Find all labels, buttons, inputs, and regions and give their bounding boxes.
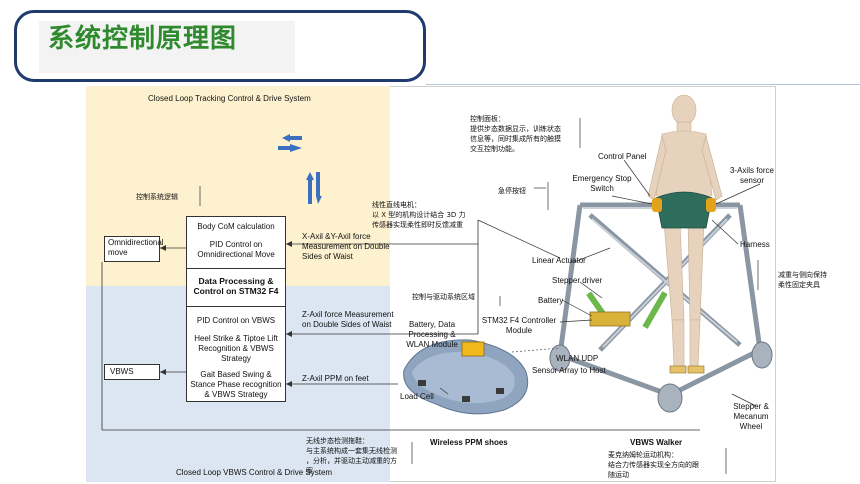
page-title: 系统控制原理图 (48, 24, 238, 54)
harness-note-line-2: 柔性固定夹具 (778, 281, 820, 289)
force-sensor-icon (652, 198, 662, 212)
harness-note-line-1: 减重与侧向保持 (778, 271, 827, 279)
battery-label: Battery (538, 296, 564, 305)
force-sensor-label: 3-Axils force sensor (729, 166, 774, 185)
walker-note-line-1: 结合力传感器实现全方向的跟 (608, 461, 699, 469)
person-figure (647, 94, 723, 369)
z-ppm-signal-label: Z-Axil PPM on feet (302, 374, 369, 383)
control-panel-label: Control Panel (598, 152, 647, 161)
shoes-note-line-1: 与主系统构成一套集无线检测 (306, 447, 397, 455)
pid-omni-label: PID Control on Omnidirectional Move (197, 240, 275, 259)
omnidirectional-move-block (104, 236, 160, 262)
com-calculation-label: Body CoM calculation (197, 222, 275, 231)
linear-actuator-label: Linear Actuator (532, 256, 586, 265)
load-cell-label: Load Cell (400, 392, 434, 401)
control-panel-note-title: 控制面板： (470, 115, 505, 123)
harness-icon (655, 191, 713, 229)
emergency-stop-label: Emergency Stop Switch (572, 174, 632, 193)
mecanum-wheel-icon (549, 341, 773, 413)
title-card (14, 10, 426, 82)
vbws-walker-label: VBWS Walker (630, 438, 683, 447)
heel-strike-label: Heel Strike & Tiptoe Lift Recognition & … (194, 334, 278, 363)
horizontal-exchange-arrows-icon (278, 134, 302, 152)
sensor-array-label: Sensor Array to Host (532, 366, 606, 375)
title-background (39, 21, 295, 73)
vbws-label: VBWS (110, 367, 134, 376)
control-logic-note: 控制系统逻辑 (136, 193, 178, 201)
stm32-processing-block (186, 216, 286, 402)
wlan-udp-label: WLAN UDP (556, 354, 599, 363)
header-divider (426, 84, 860, 85)
stepper-wheel-label: Stepper & Mecanum Wheel (733, 402, 769, 431)
control-panel-note-line-3: 交互控制功能。 (470, 145, 519, 153)
actuator-note-line-2: 传感器实现柔性即时反馈减重 (372, 221, 463, 229)
shoes-note-line-2: ，分析，并驱动主动减重的方 (306, 457, 397, 465)
actuator-note-title: 线性直线电机： (372, 201, 421, 209)
block-divider-top (186, 268, 286, 269)
data-processing-label: Data Processing & Control on STM32 F4 (193, 276, 279, 296)
stm32-module-icon (589, 311, 631, 327)
omnidirectional-move-label: Omnidirectional move (108, 238, 164, 257)
wireless-shoes-label: Wireless PPM shoes (430, 438, 508, 447)
walker-note-title: 麦克纳姆轮运动机构： (608, 451, 678, 459)
block-divider-bottom (186, 306, 286, 307)
harness-label: Harness (740, 240, 770, 249)
emergency-stop-note: 急停按钮 (498, 187, 526, 195)
control-drive-area-note: 控制与驱动系统区域 (412, 293, 475, 301)
stm32-module-label: STM32 F4 Controller Module (481, 316, 557, 335)
battery-wlan-label: Battery, Data Processing & WLAN Module (406, 320, 458, 349)
z-force-signal-label: Z-Axil force Measurement on Double Sides… (302, 310, 394, 329)
actuator-note-line-1: 以 X 型的机构设计结合 3D 力 (372, 211, 466, 219)
vbws-block (104, 364, 160, 380)
control-panel-note-line-2: 信息等，同时集成所有的触摸 (470, 135, 561, 143)
control-panel-note-line-1: 提供步态数据显示，训练状态 (470, 125, 561, 133)
pid-vbws-label: PID Control on VBWS (196, 316, 276, 325)
tracking-region-label: Closed Loop Tracking Control & Drive Sys… (148, 94, 311, 103)
xy-force-signal-label: X-Axil &Y-Axil force Measurement on Doub… (302, 232, 390, 261)
vertical-exchange-arrows-icon (306, 172, 322, 204)
vbws-region-label: Closed Loop VBWS Control & Drive System (176, 468, 333, 477)
ppm-shoe-icon (403, 339, 529, 415)
walker-note-line-2: 随运动 (608, 471, 629, 479)
shoes-note-line-3: 案 (306, 467, 313, 475)
stepper-driver-label: Stepper driver (552, 276, 603, 285)
gait-swing-label: Gait Based Swing & Stance Phase recognit… (190, 370, 282, 399)
shoes-note-title: 无线步态检测拖鞋： (306, 437, 369, 445)
